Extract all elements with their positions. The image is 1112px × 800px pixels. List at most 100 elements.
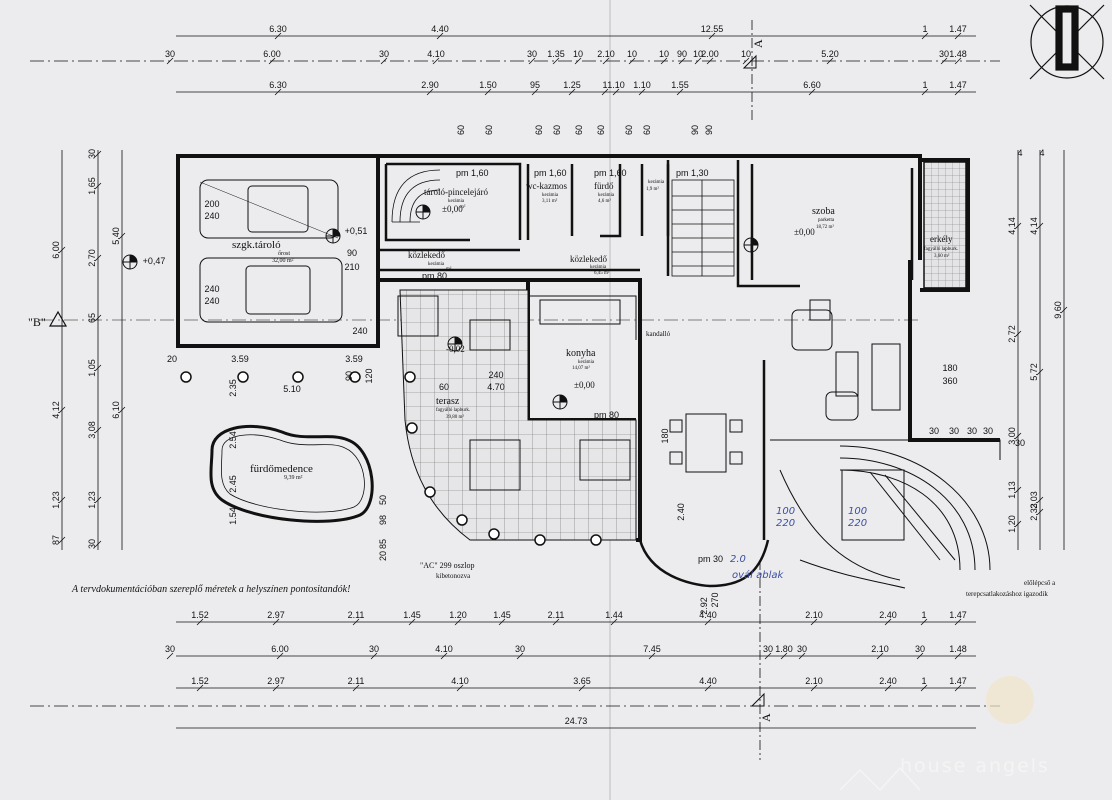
- door-width-label: 60: [456, 125, 466, 135]
- dimension-label: 2.70: [87, 249, 97, 267]
- dimension-label: 4.40: [699, 676, 717, 686]
- dimension-label: 6.00: [263, 49, 281, 59]
- dimension-label: 30: [929, 426, 939, 436]
- dimension-label: 1.20: [449, 610, 467, 620]
- hand-note: 220: [848, 518, 867, 529]
- dimension-label: 1.23: [51, 491, 61, 509]
- dimension-label: 2.10: [597, 49, 615, 59]
- room-name-hall2: közlekedő: [570, 254, 607, 264]
- dimension-label: 30: [87, 539, 97, 549]
- dimension-label: 1.20: [1007, 515, 1017, 533]
- dimension-label: 1.47: [949, 24, 967, 34]
- room-sub-balcony: fagyálló lapburk.: [924, 247, 958, 252]
- dimension-label: 30: [939, 49, 949, 59]
- dimension-label: 5.40: [111, 227, 121, 245]
- dimension-label: 2.35: [228, 379, 238, 397]
- watermark-text: house angels: [900, 755, 1050, 777]
- section-label-a-bottom: A: [759, 713, 773, 722]
- room-area-storage: m²: [460, 204, 466, 210]
- room-name-storage: tároló-pincelejáró: [424, 187, 488, 197]
- oval-bay-window: [638, 360, 770, 588]
- room-sub-garage: őrost: [278, 251, 290, 257]
- right-dimension-chains: [1014, 150, 1068, 550]
- dimension-label: 1.23: [87, 491, 97, 509]
- dimension-label: 240: [204, 284, 219, 294]
- dimension-label: 1.54: [228, 507, 238, 525]
- room-sub-room: parketta: [818, 218, 835, 223]
- room-sub-bath: kerámia: [598, 193, 615, 198]
- room-area-wc: 3,11 m²: [542, 198, 558, 204]
- dimension-label: 1: [921, 610, 926, 620]
- dimension-label: 2.10: [805, 676, 823, 686]
- balcony-tiles: [923, 161, 967, 289]
- door-width-label: 60: [574, 125, 584, 135]
- room-sill-small: pm 1,30: [676, 168, 709, 178]
- dimension-label: 4.10: [435, 644, 453, 654]
- dimension-label: 10: [741, 49, 751, 59]
- dimension-label: 3.08: [87, 421, 97, 439]
- room-area-garage: 32,00 m²: [272, 258, 294, 264]
- dimension-label: 2.40: [676, 503, 686, 521]
- dimension-label: 4.14: [1029, 217, 1039, 235]
- dimension-label: 90: [344, 371, 354, 381]
- room-level-kitchen: ±0,00: [574, 380, 595, 390]
- dimension-label: 1: [602, 80, 607, 90]
- dimension-label: 2.40: [879, 610, 897, 620]
- dimension-label: 30: [763, 644, 773, 654]
- dimension-label: 2.97: [267, 610, 285, 620]
- car-icon: [199, 257, 343, 323]
- dining-table-icon: [669, 413, 743, 473]
- dimension-label: 4: [1017, 148, 1022, 158]
- room-sill-wc: pm 1,60: [534, 168, 567, 178]
- dimension-label: 1.80: [775, 644, 793, 654]
- dimension-label: 1: [922, 80, 927, 90]
- dimension-label: 2.11: [348, 676, 365, 686]
- door-width-label: 60: [534, 125, 544, 135]
- room-area-hall2: 6,45 m²: [594, 270, 610, 276]
- room-name-wc: wc-kazmos: [526, 181, 567, 191]
- dimension-label: 85: [378, 539, 388, 549]
- dimension-label: 1.25: [563, 80, 581, 90]
- dimension-label: 30: [165, 49, 175, 59]
- room-area-room: 18,72 m²: [816, 224, 834, 230]
- dimension-label: 1.47: [949, 80, 967, 90]
- dimension-label: 1: [922, 24, 927, 34]
- dimension-label: 2.10: [805, 610, 823, 620]
- dimension-label: 6.00: [51, 241, 61, 259]
- dimension-label: 2.11: [348, 610, 365, 620]
- room-sill-hall1: pm 80: [422, 271, 447, 281]
- section-marker-a-bottom: A: [750, 560, 773, 760]
- dimension-label: 20: [167, 354, 177, 364]
- dimension-label: 30: [797, 644, 807, 654]
- room-area-small: 1,9 m²: [646, 186, 659, 192]
- dimension-label: 1.13: [1007, 481, 1017, 499]
- section-label-b: "B": [28, 315, 46, 329]
- dimension-label: 2.11: [548, 610, 565, 620]
- dimension-label: 30: [87, 149, 97, 159]
- dimension-label: 2.03: [1029, 491, 1039, 509]
- room-name-pool: fürdőmedence: [250, 463, 313, 475]
- column-note-2: kibetonozva: [436, 572, 471, 580]
- dimension-label: 240: [204, 211, 219, 221]
- spiral-stair-icon: [391, 169, 441, 223]
- front-stairs-icon: [770, 439, 1001, 589]
- dimension-label: 3.59: [231, 354, 249, 364]
- dimension-label: 30: [515, 644, 525, 654]
- room-sill-storage: pm 1,60: [456, 168, 489, 178]
- dimension-label: 65: [87, 313, 97, 323]
- dimension-label: 1.10: [607, 80, 625, 90]
- dimension-label: 2.72: [1007, 325, 1017, 343]
- dimension-label: 1.52: [191, 610, 209, 620]
- hand-note: 100: [776, 506, 795, 517]
- left-dimension-chains: [58, 150, 126, 550]
- dimension-label: 1.52: [191, 676, 209, 686]
- dimension-label: 95: [530, 80, 540, 90]
- room-labels: szgk.tároló őrost 32,00 m² tároló-pincel…: [232, 168, 958, 481]
- dimension-label: 30: [379, 49, 389, 59]
- dimension-label: 4.14: [1007, 217, 1017, 235]
- north-arrow-icon: [1029, 4, 1105, 80]
- dimension-label: 3.00: [1007, 427, 1017, 445]
- room-area-bath: 4,6 m²: [598, 198, 611, 204]
